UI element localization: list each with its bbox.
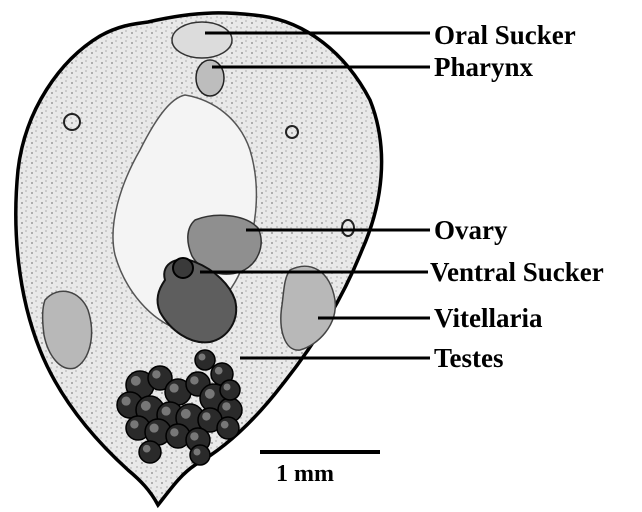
- ventral-sucker-ring: [173, 258, 193, 278]
- testes-lobe-highlight: [150, 424, 159, 433]
- testes-lobe-highlight: [152, 370, 160, 378]
- testes-lobe-highlight: [194, 449, 201, 456]
- oral-sucker: [172, 22, 232, 58]
- testes-lobe: [220, 380, 240, 400]
- testes-lobe: [190, 445, 210, 465]
- testes-lobe-highlight: [170, 384, 179, 393]
- testes-lobe-highlight: [170, 428, 178, 436]
- testes-lobe-highlight: [205, 389, 215, 399]
- testes-lobe-highlight: [215, 367, 223, 375]
- testes-lobe-highlight: [181, 409, 191, 419]
- testes-lobe-highlight: [221, 421, 229, 429]
- label-testes: Testes: [434, 345, 504, 372]
- testes-lobe-highlight: [130, 420, 138, 428]
- label-oral-sucker: Oral Sucker: [434, 22, 576, 49]
- testes-lobe-highlight: [222, 402, 230, 410]
- testes-lobe-highlight: [143, 445, 151, 453]
- testes-lobe-highlight: [202, 412, 210, 420]
- testes-lobe-highlight: [162, 407, 171, 416]
- testes-lobe: [195, 350, 215, 370]
- testes-lobe-highlight: [131, 376, 141, 386]
- scale-bar-label: 1 mm: [276, 462, 334, 486]
- label-pharynx: Pharynx: [434, 54, 533, 81]
- pharynx: [196, 60, 224, 96]
- testes-lobe: [139, 441, 161, 463]
- testes-lobe: [217, 417, 239, 439]
- label-vitellaria: Vitellaria: [434, 305, 542, 332]
- vitellaria: [281, 266, 335, 350]
- testes-lobe-highlight: [122, 397, 131, 406]
- testes-lobe-highlight: [190, 432, 198, 440]
- testes-lobe-highlight: [190, 376, 198, 384]
- testes-lobe-highlight: [224, 384, 231, 391]
- testes-lobe-highlight: [199, 354, 206, 361]
- testes-lobe-highlight: [141, 401, 151, 411]
- label-ovary: Ovary: [434, 217, 508, 244]
- label-ventral-sucker: Ventral Sucker: [430, 259, 604, 286]
